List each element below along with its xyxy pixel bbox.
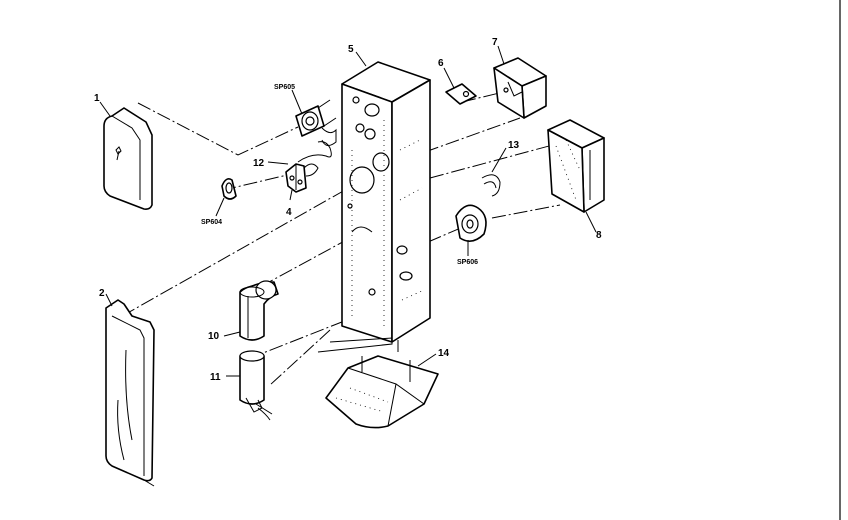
part-2-bottom-cover (105, 299, 155, 487)
part-1-top-cap (103, 107, 153, 210)
part-5-main-column (317, 61, 431, 353)
part-11-straight-tube (239, 350, 273, 421)
part-7-box (493, 57, 547, 119)
part-10-elbow-tube (239, 280, 279, 341)
label-part-5: 5 (348, 44, 354, 55)
label-part-2: 2 (99, 288, 105, 299)
part-13-wire (481, 174, 501, 197)
label-part-4: 4 (286, 207, 292, 218)
part-6-plate (445, 83, 477, 105)
label-sp606: SP606 (457, 259, 478, 266)
part-8-rear-box (547, 119, 605, 213)
label-part-1: 1 (94, 93, 100, 104)
sp605-speaker (295, 99, 337, 146)
part-12-wire (297, 141, 332, 163)
label-part-7: 7 (492, 37, 498, 48)
part-14-base-tray (325, 355, 439, 429)
label-part-12: 12 (253, 158, 265, 169)
label-part-10: 10 (208, 331, 220, 342)
label-part-6: 6 (438, 58, 444, 69)
leader-lines (99, 45, 597, 377)
sp604-speaker (221, 178, 237, 200)
label-part-13: 13 (508, 140, 520, 151)
label-sp604: SP604 (201, 219, 222, 226)
part-labels: 1 2 4 5 6 7 8 10 11 12 13 14 SP605 SP604… (94, 37, 602, 383)
sp606-speaker (455, 204, 487, 242)
part-4-bracket (285, 163, 319, 193)
label-part-11: 11 (210, 372, 221, 383)
label-sp605: SP605 (274, 84, 295, 91)
label-part-8: 8 (596, 230, 602, 241)
label-part-14: 14 (438, 348, 450, 359)
